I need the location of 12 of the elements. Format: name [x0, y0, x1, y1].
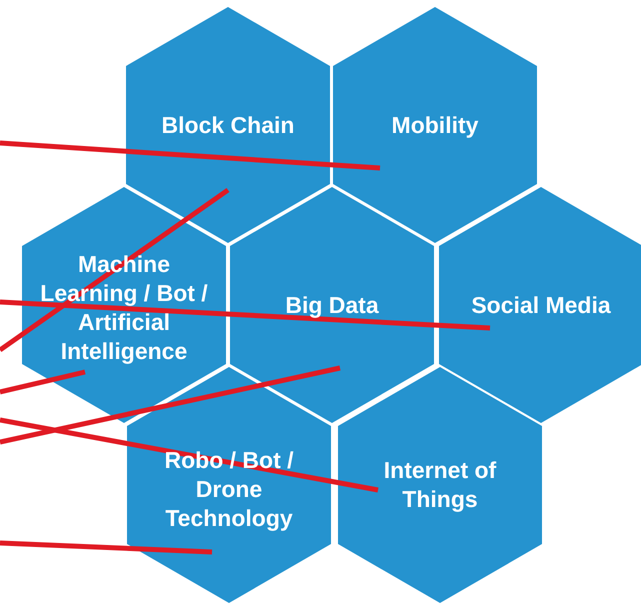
hexagon-label: Block Chain [160, 110, 296, 140]
leader-line [0, 418, 378, 492]
hexagon-label: Big Data [284, 290, 380, 320]
hexagon-label: Social Media [470, 290, 612, 320]
leader-line [0, 370, 86, 394]
leader-line [0, 366, 341, 444]
hexagon-label: Internet of Things [382, 456, 498, 514]
hexagon-label: Mobility [390, 110, 480, 140]
leader-line [0, 140, 380, 170]
leader-line [0, 188, 230, 352]
leader-line [0, 300, 490, 330]
leader-line [0, 540, 212, 554]
